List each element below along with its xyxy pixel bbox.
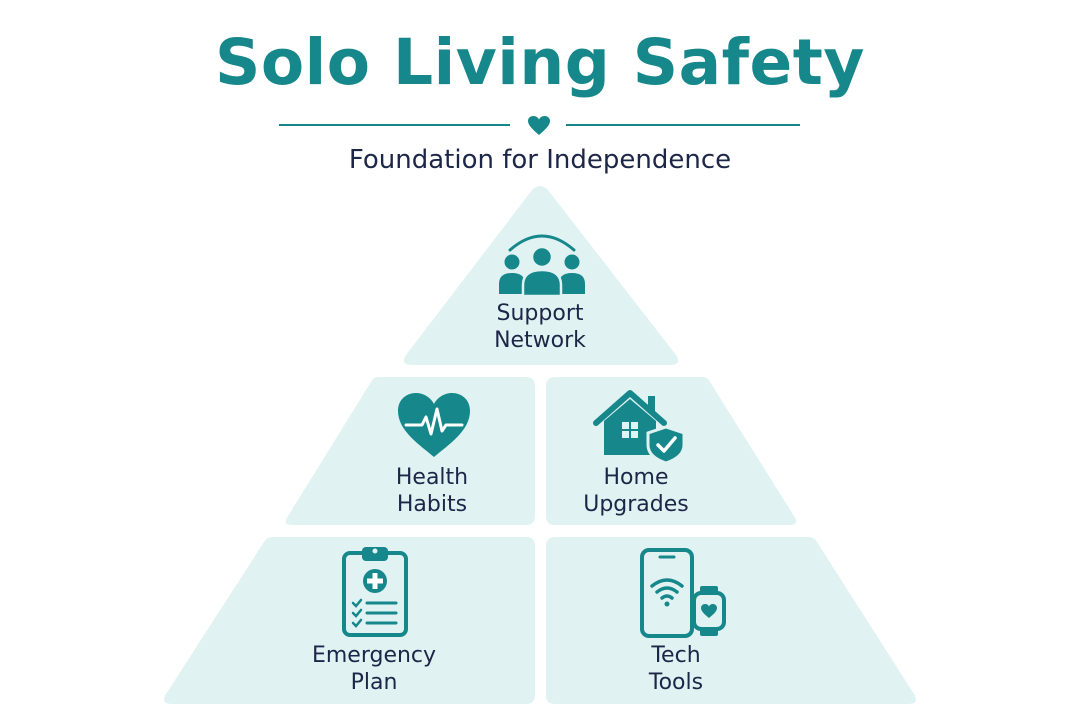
tier-label-support-network: Support Network — [440, 300, 640, 354]
tier-label-line: Upgrades — [583, 492, 689, 517]
phone-smartwatch-icon — [640, 548, 726, 638]
tier-label-health-habits: Health Habits — [332, 464, 532, 518]
tier-label-line: Tools — [648, 670, 704, 695]
title-divider-right — [566, 124, 800, 126]
tier-label-line: Support — [496, 301, 584, 326]
tier-label-home-upgrades: Home Upgrades — [536, 464, 736, 518]
medical-clipboard-icon — [342, 547, 408, 637]
page-subtitle: Foundation for Independence — [348, 145, 732, 175]
tier-tech-tools-shape — [546, 537, 916, 704]
tier-label-line: Tech — [651, 643, 701, 668]
heart-pulse-icon — [398, 393, 470, 457]
tier-label-tech-tools: Tech Tools — [576, 642, 776, 696]
tier-health-habits-shape — [285, 377, 535, 525]
tier-emergency-plan-shape — [164, 537, 535, 704]
title-divider-left — [279, 124, 510, 126]
tier-label-line: Habits — [396, 492, 468, 517]
tier-label-line: Network — [494, 328, 586, 353]
heart-divider-icon — [528, 116, 550, 135]
tier-label-line: Health — [395, 465, 469, 490]
page-title: Solo Living Safety — [215, 26, 865, 99]
tier-label-line: Plan — [350, 670, 398, 695]
tier-label-line: Home — [603, 465, 669, 490]
people-group-icon — [499, 234, 585, 298]
tier-label-emergency-plan: Emergency Plan — [274, 642, 474, 696]
tier-label-line: Emergency — [311, 643, 437, 668]
home-shield-icon — [593, 390, 686, 465]
